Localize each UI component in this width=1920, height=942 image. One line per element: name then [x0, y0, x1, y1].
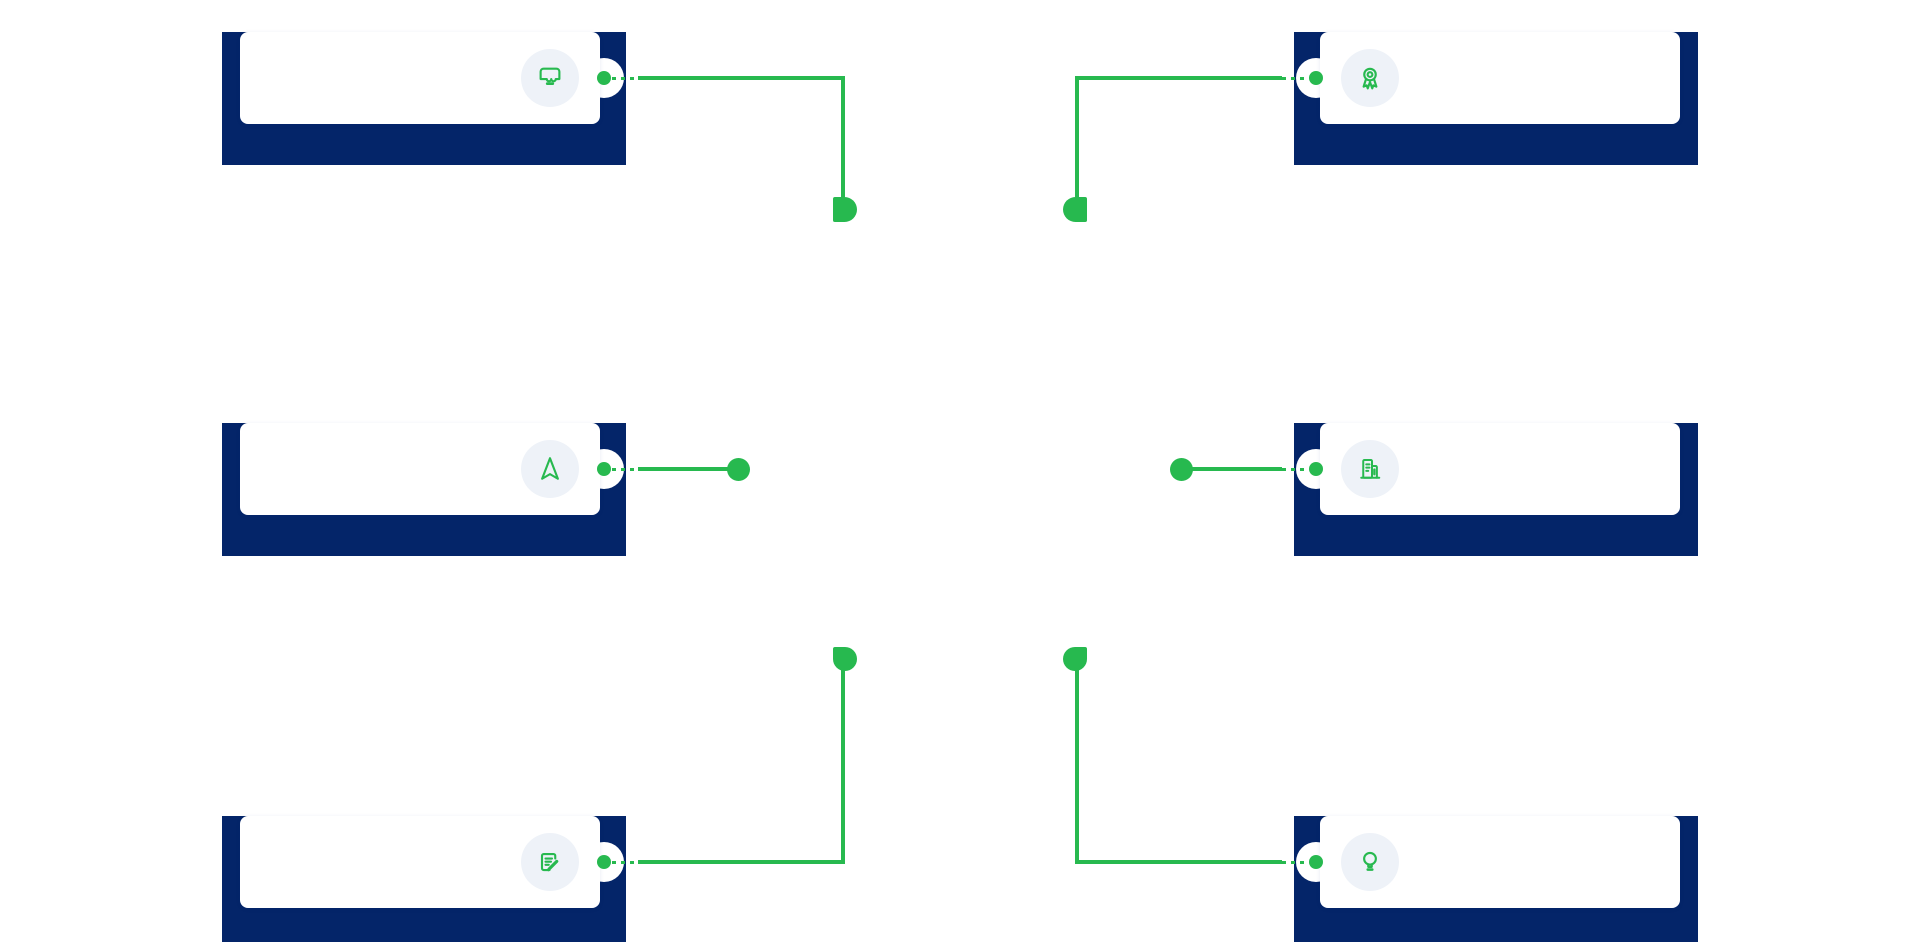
connector-endpoint-middle-right[interactable] — [1170, 458, 1193, 481]
presentation-screen-icon — [521, 49, 579, 107]
navigation-arrow-icon — [521, 440, 579, 498]
lightbulb-icon — [1341, 833, 1399, 891]
port-dot — [1309, 855, 1323, 869]
node-top-left — [222, 32, 626, 165]
port-dot — [597, 71, 611, 85]
port-dot — [1309, 462, 1323, 476]
connector-endpoint-top-left[interactable] — [833, 197, 857, 222]
port-dot — [597, 855, 611, 869]
connector-line-top-left — [638, 76, 845, 80]
connector-line-bottom-right-rise — [1075, 666, 1079, 864]
office-building-icon — [1341, 440, 1399, 498]
document-edit-icon — [521, 833, 579, 891]
connector-endpoint-middle-left[interactable] — [727, 458, 750, 481]
connector-line-top-left-drop — [841, 76, 845, 198]
port-dot — [1309, 71, 1323, 85]
connector-endpoint-bottom-left[interactable] — [833, 647, 857, 671]
connector-line-top-right — [1075, 76, 1282, 80]
node-bottom-left — [222, 816, 626, 942]
connector-endpoint-top-right[interactable] — [1063, 197, 1087, 222]
node-bottom-right — [1294, 816, 1698, 942]
connector-line-top-right-drop — [1075, 76, 1079, 198]
node-middle-right — [1294, 423, 1698, 556]
connector-line-middle-left — [638, 467, 728, 471]
connector-line-bottom-left — [638, 860, 845, 864]
connector-endpoint-bottom-right[interactable] — [1063, 647, 1087, 671]
award-ribbon-icon — [1341, 49, 1399, 107]
connector-line-bottom-left-rise — [841, 666, 845, 864]
node-middle-left — [222, 423, 626, 556]
node-top-right — [1294, 32, 1698, 165]
connector-line-middle-right — [1192, 467, 1282, 471]
connector-line-bottom-right — [1075, 860, 1282, 864]
port-dot — [597, 462, 611, 476]
